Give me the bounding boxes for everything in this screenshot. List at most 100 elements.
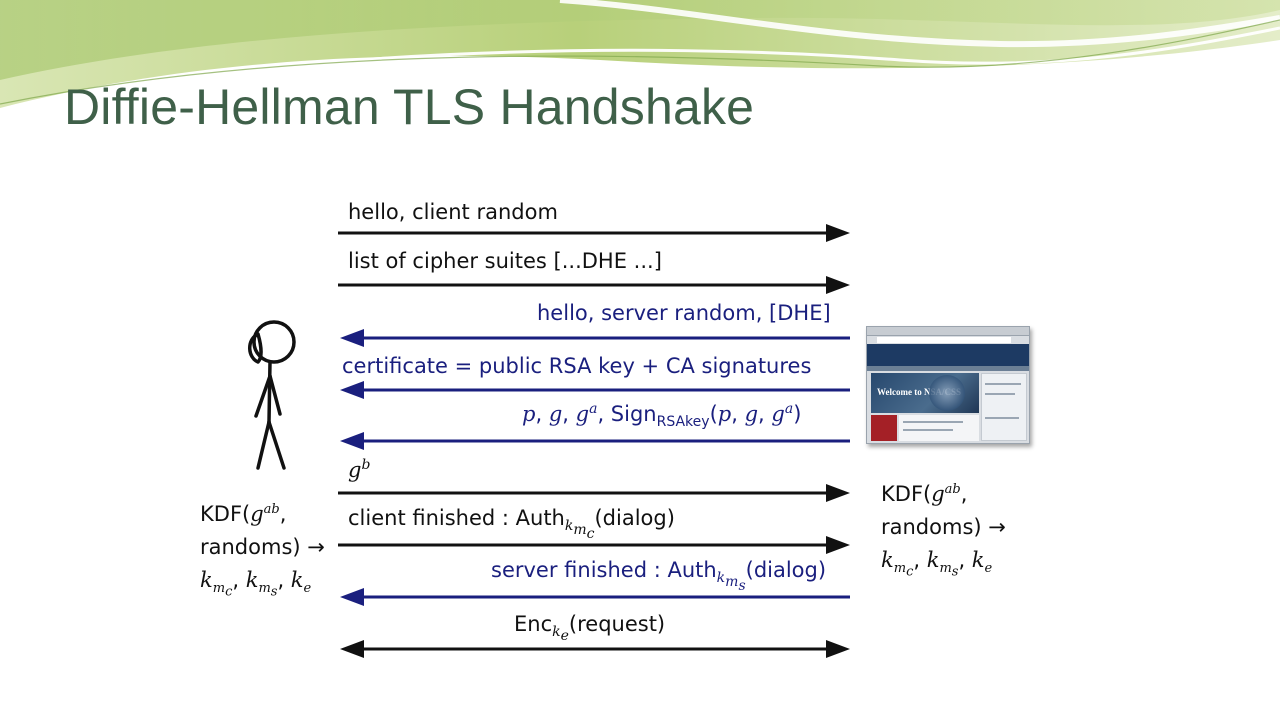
server-kms-k: k [926, 548, 940, 572]
site-welcome-text: Welcome to NSA/CSS [877, 387, 961, 397]
var-gb-exp: b [361, 457, 371, 473]
arrow-dh-params [340, 432, 850, 450]
server-finished-pre: server finished : Auth [491, 558, 717, 582]
arrow-cipher-suites [338, 276, 850, 294]
arrow-certificate [340, 381, 850, 399]
server-ke-e: e [984, 561, 993, 577]
server-finished-post: (dialog) [745, 558, 827, 582]
server-kmc-k: k [881, 548, 894, 572]
site-line [985, 393, 1015, 395]
client-kms-k: k [245, 568, 259, 592]
server-finished-m: m [725, 573, 739, 590]
enc-pre: Enc [514, 612, 553, 636]
browser-address-bar [877, 337, 1011, 343]
site-line [985, 417, 1019, 419]
arrow-encrypted-request [340, 640, 850, 658]
server-finished-s: s [738, 577, 746, 594]
client-kdf-g: g [250, 502, 264, 526]
client-kdf-keys: kmc, kms, ke [200, 568, 312, 600]
client-kdf-comma: , [279, 502, 287, 526]
client-kmc-k: k [200, 568, 213, 592]
client-kmc-m: m [212, 581, 226, 597]
server-ke-k: k [971, 548, 985, 572]
site-line [903, 429, 953, 431]
msg-dh-params: p, g, ga, SignRSAkey(p, g, ga) [522, 401, 802, 431]
msg-client-finished: client finished : Authkmc(dialog) [348, 506, 675, 541]
arg-ga-exp: a [784, 401, 794, 417]
msg-cipher-mid: DHE [581, 249, 627, 273]
header-banner [0, 0, 1280, 114]
msg-client-hello-text: hello, client random [348, 200, 558, 224]
client-finished-k: k [564, 518, 574, 535]
sign-sub: RSAkey [656, 414, 710, 431]
client-key-derivation: KDF(gab, randoms) → kmc, kms, ke [200, 498, 325, 600]
sign-label: Sign [610, 402, 657, 426]
msg-certificate-text: certificate = public RSA key + CA signat… [342, 354, 812, 378]
client-finished-pre: client finished : Auth [348, 506, 565, 530]
arg-g: g [744, 402, 759, 426]
client-kms-m: m [258, 581, 271, 597]
site-nav [867, 366, 1029, 371]
var-gb-base: g [348, 458, 362, 482]
slide-title: Diffie-Hellman TLS Handshake [64, 79, 755, 135]
client-finished-m: m [573, 521, 587, 538]
msg-encrypted-request: Encke(request) [514, 612, 666, 643]
site-line [985, 383, 1021, 385]
msg-client-key: gb [348, 457, 371, 482]
client-finished-post: (dialog) [594, 506, 675, 530]
server-kms-s: s [951, 564, 959, 580]
arrow-server-finished [340, 588, 850, 606]
server-kdf-g: g [931, 482, 945, 506]
client-kdf-line1: KDF(gab, [200, 498, 325, 531]
msg-client-hello: hello, client random [348, 202, 558, 223]
server-kdf: KDF( [881, 482, 932, 506]
msg-certificate: certificate = public RSA key + CA signat… [342, 356, 811, 377]
enc-k: k [552, 624, 561, 641]
msg-server-hello: hello, server random, [DHE] [537, 303, 831, 324]
arrow-server-hello [340, 329, 850, 347]
client-ke-k: k [290, 568, 304, 592]
server-kdf-ab: ab [944, 482, 961, 497]
server-key-derivation: KDF(gab, randoms) → kmc, kms, ke [881, 478, 1006, 580]
server-kmc-c: c [906, 564, 914, 580]
msg-cipher-post: ] [653, 249, 662, 273]
server-kdf-keys: kmc, kms, ke [881, 548, 993, 580]
server-kdf-randoms: randoms) → [881, 515, 1006, 539]
msg-cipher-suites: list of cipher suites [...DHE ...] [348, 251, 662, 272]
client-kmc-c: c [225, 584, 233, 600]
msg-cipher-dots1: ... [561, 249, 582, 273]
browser-tab-bar [867, 327, 1029, 336]
enc-post: (request) [568, 612, 666, 636]
client-kdf: KDF( [200, 502, 251, 526]
arrow-client-key [338, 484, 850, 502]
enc-e: e [560, 627, 569, 644]
msg-server-finished: server finished : Authkms(dialog) [491, 558, 827, 593]
server-kms-m: m [939, 561, 952, 577]
client-ke-e: e [303, 581, 312, 597]
arrow-client-hello [338, 224, 850, 242]
var-g: g [548, 402, 563, 426]
seal-icon [929, 375, 965, 411]
site-red-panel [871, 415, 897, 441]
client-finished-c: c [586, 525, 595, 542]
arg-ga-base: g [771, 402, 785, 426]
arrow-client-finished [338, 536, 850, 554]
stick-figure-icon [248, 320, 296, 470]
var-p: p [522, 402, 536, 426]
website-screenshot-icon: Welcome to NSA/CSS [866, 326, 1030, 444]
arg-p: p [717, 402, 732, 426]
msg-server-hello-text: hello, server random, [DHE] [537, 301, 831, 325]
site-news-panel [899, 415, 979, 441]
server-finished-k: k [716, 570, 726, 587]
server-kdf-comma: , [960, 482, 968, 506]
site-line [903, 421, 963, 423]
server-kmc-m: m [893, 561, 907, 577]
site-header [867, 344, 1029, 366]
client-kdf-randoms: randoms) → [200, 535, 325, 559]
msg-cipher-dots2: ... [627, 249, 654, 273]
server-kdf-line1: KDF(gab, [881, 478, 1006, 511]
var-ga-exp: a [589, 401, 598, 417]
var-ga-base: g [575, 402, 590, 426]
client-kdf-ab: ab [263, 502, 280, 517]
